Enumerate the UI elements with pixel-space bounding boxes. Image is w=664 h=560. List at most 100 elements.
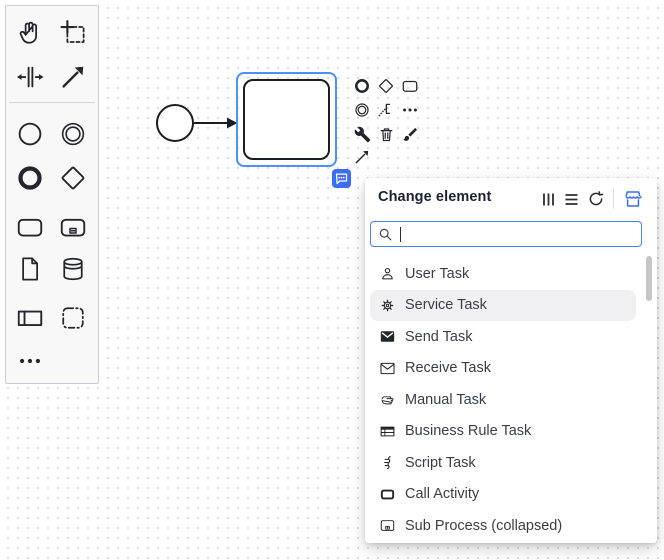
selection-outline	[236, 72, 337, 167]
popup-header-actions	[542, 188, 643, 210]
menu-item-business-rule-task[interactable]: Business Rule Task	[370, 416, 636, 448]
connect-arrow-icon	[355, 150, 369, 164]
gateway-icon	[61, 166, 84, 189]
more-palette-entries-button[interactable]	[8, 339, 51, 382]
hand-tool-button[interactable]	[8, 11, 51, 54]
append-end-event-button[interactable]	[353, 77, 371, 95]
horizontal-bars-icon	[565, 193, 578, 205]
menu-item-receive-task[interactable]: Receive Task	[370, 353, 636, 385]
space-tool-button[interactable]	[8, 55, 51, 98]
data-store-icon	[62, 257, 83, 280]
brush-icon	[402, 127, 417, 141]
intermediate-event-icon	[61, 122, 84, 145]
global-connect-tool-button[interactable]	[51, 55, 94, 98]
menu-item-label: User Task	[405, 265, 470, 282]
menu-item-label: Sub Process (collapsed)	[405, 517, 563, 534]
append-gateway-button[interactable]	[377, 77, 395, 95]
connect-arrow-icon	[61, 66, 83, 88]
menu-item-user-task[interactable]: User Task	[370, 258, 636, 290]
menu-item-service-task[interactable]: Service Task	[370, 289, 636, 321]
text-cursor	[400, 226, 402, 242]
more-options-button[interactable]	[401, 101, 419, 119]
manual-task-icon	[381, 396, 394, 405]
start-event-shape[interactable]	[156, 104, 194, 142]
palette	[5, 5, 99, 384]
create-intermediate-event-button[interactable]	[51, 112, 94, 155]
menu-item-sub-process-collapsed[interactable]: Sub Process (collapsed)	[370, 510, 636, 542]
sub-process-icon	[60, 218, 85, 236]
connect-button[interactable]	[353, 148, 371, 166]
create-gateway-button[interactable]	[51, 156, 94, 199]
create-group-button[interactable]	[51, 296, 94, 339]
sequence-flow-arrow[interactable]	[193, 115, 239, 131]
business-rule-task-icon	[380, 426, 395, 437]
menu-item-label: Call Activity	[405, 486, 480, 503]
ellipsis-icon	[403, 108, 417, 112]
lasso-icon	[59, 19, 84, 43]
popup-scrollbar-thumb[interactable]	[646, 256, 652, 301]
popup-title: Change element	[378, 189, 492, 205]
marketplace-storefront-icon	[625, 191, 642, 207]
menu-item-call-activity[interactable]: Call Activity	[370, 479, 636, 511]
palette-separator	[9, 102, 95, 103]
sub-process-collapsed-icon	[380, 520, 395, 532]
create-data-object-button[interactable]	[8, 247, 51, 290]
create-data-store-button[interactable]	[51, 247, 94, 290]
script-task-icon	[384, 456, 391, 470]
sequential-multi-instance-button[interactable]	[564, 193, 579, 206]
space-tool-icon	[16, 66, 43, 87]
create-task-button[interactable]	[8, 205, 51, 248]
parallel-bars-icon	[543, 193, 554, 205]
end-event-icon	[355, 79, 369, 93]
start-event-icon	[18, 122, 41, 145]
create-end-event-button[interactable]	[8, 156, 51, 199]
comment-badge[interactable]	[332, 169, 351, 188]
user-task-icon	[382, 268, 393, 280]
search-input[interactable]	[370, 221, 642, 247]
end-event-icon	[17, 165, 42, 190]
search-icon	[379, 228, 392, 240]
append-text-annotation-button[interactable]	[377, 101, 395, 119]
menu-item-label: Script Task	[405, 454, 476, 471]
send-task-icon	[380, 331, 395, 342]
task-icon	[402, 80, 418, 92]
context-pad	[353, 77, 425, 169]
menu-item-label: Receive Task	[405, 360, 491, 377]
marketplace-button[interactable]	[623, 189, 643, 209]
task-icon	[17, 218, 42, 236]
menu-item-script-task[interactable]: Script Task	[370, 447, 636, 479]
create-participant-button[interactable]	[8, 296, 51, 339]
header-actions-divider	[613, 189, 614, 209]
appearance-button[interactable]	[401, 125, 419, 143]
speech-bubble-icon	[335, 173, 348, 185]
change-element-popup: Change element	[365, 178, 657, 543]
delete-button[interactable]	[377, 125, 395, 143]
task-shape[interactable]	[243, 79, 330, 160]
group-icon	[61, 306, 84, 329]
change-element-button[interactable]	[353, 125, 371, 143]
create-sub-process-button[interactable]	[51, 205, 94, 248]
menu-item-label: Service Task	[405, 297, 487, 314]
menu-item-manual-task[interactable]: Manual Task	[370, 384, 636, 416]
append-task-button[interactable]	[401, 77, 419, 95]
receive-task-icon	[380, 362, 395, 374]
loop-icon	[589, 191, 604, 206]
loop-button[interactable]	[588, 191, 604, 207]
change-element-menu: User Task Service Task Send Task	[365, 258, 657, 543]
menu-item-send-task[interactable]: Send Task	[370, 321, 636, 353]
trash-icon	[380, 127, 392, 141]
ellipsis-icon	[19, 358, 40, 363]
menu-item-label: Send Task	[405, 328, 473, 345]
menu-item-label: Manual Task	[405, 391, 487, 408]
append-intermediate-event-button[interactable]	[353, 101, 371, 119]
lasso-tool-button[interactable]	[51, 11, 94, 54]
service-task-icon	[381, 299, 394, 312]
hand-icon	[19, 21, 37, 44]
text-annotation-icon	[378, 103, 391, 117]
create-start-event-button[interactable]	[8, 112, 51, 155]
parallel-multi-instance-button[interactable]	[542, 192, 555, 207]
gateway-icon	[379, 79, 393, 93]
participant-icon	[17, 310, 42, 326]
data-object-icon	[21, 257, 38, 280]
